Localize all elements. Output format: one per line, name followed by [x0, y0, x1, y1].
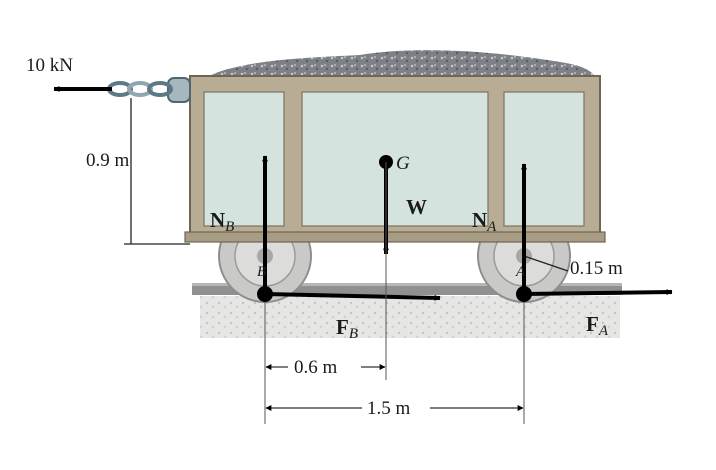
- point-g-label: G: [396, 153, 410, 174]
- height-dimension: [124, 98, 190, 245]
- contact-point-a: [516, 286, 532, 302]
- b-to-g-dimension-label: 0.6 m: [294, 357, 338, 378]
- tow-chain: [107, 77, 191, 103]
- friction-force-a-label: FA: [586, 312, 609, 339]
- wheel-radius-label: 0.15 m: [570, 258, 623, 279]
- friction-force-a-arrow: [523, 289, 673, 296]
- normal-force-a-label: NA: [472, 208, 497, 235]
- b-to-a-dimension-label: 1.5 m: [367, 398, 411, 419]
- point-b-label: B: [257, 264, 266, 280]
- ore-cart-bin: [184, 75, 606, 243]
- wheel-radius-line: [523, 255, 569, 272]
- friction-force-b-label: FB: [336, 315, 358, 342]
- gravel-load: [204, 50, 596, 78]
- friction-force-b-arrow: [264, 292, 441, 301]
- horizontal-dimensions: [264, 162, 525, 424]
- pull-force-label: 10 kN: [26, 55, 73, 76]
- contact-point-b: [257, 286, 273, 302]
- point-a-label: A: [515, 264, 526, 280]
- normal-force-b-label: NB: [210, 208, 234, 235]
- height-dimension-label: 0.9 m: [86, 150, 130, 171]
- weight-label: W: [406, 195, 427, 219]
